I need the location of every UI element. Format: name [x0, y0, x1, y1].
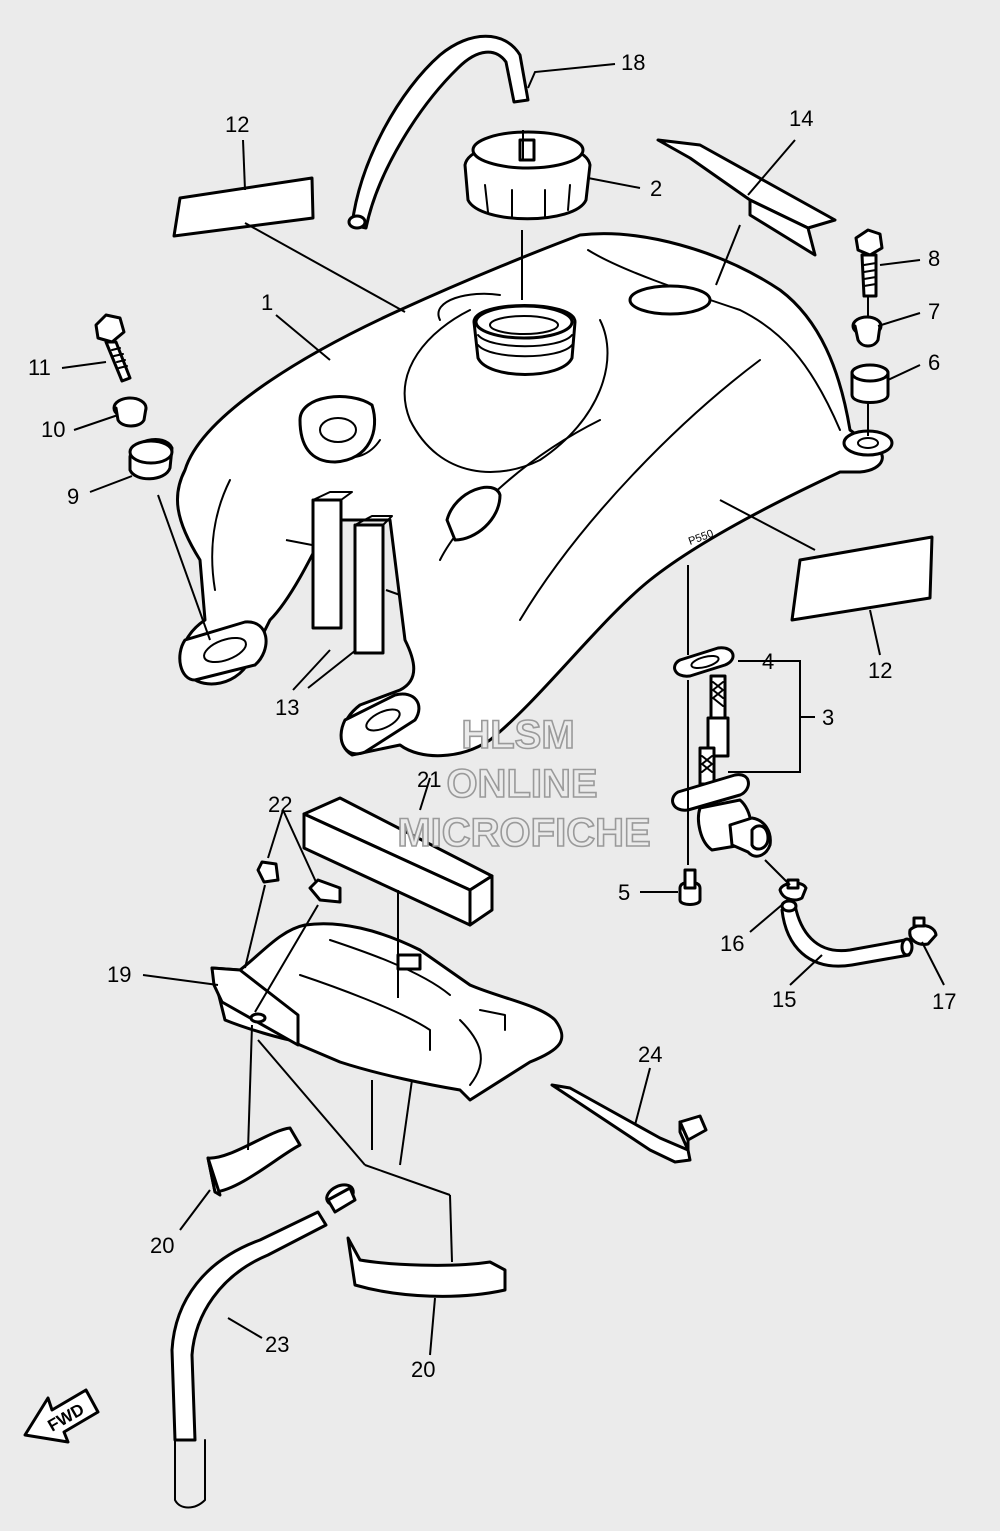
callout-5: 5: [618, 880, 630, 905]
fuel-cock-part: [671, 674, 772, 858]
callout-23: 23: [265, 1332, 289, 1357]
callout-15: 15: [772, 987, 796, 1012]
callout-8: 8: [928, 246, 940, 271]
watermark-line-1: HLSM: [461, 713, 574, 757]
leader-lines: [61, 63, 945, 1356]
damper-part: [256, 860, 280, 884]
damper-part: [850, 363, 890, 404]
hose-clamp-part: [908, 916, 938, 946]
foam-block-part: [302, 796, 494, 927]
callout-17: 17: [932, 989, 956, 1014]
callout-14: 14: [789, 106, 813, 131]
damper-part: [308, 878, 342, 904]
watermark: HLSM ONLINE MICROFICHE: [397, 712, 652, 856]
damper-part: [206, 1126, 302, 1197]
damper-part: [311, 491, 353, 630]
callout-16: 16: [720, 931, 744, 956]
collar-part: [112, 396, 148, 428]
collar-part: [851, 315, 883, 348]
screw-part: [678, 868, 702, 906]
gasket-part: [673, 646, 735, 678]
caution-label-part: [790, 535, 934, 622]
callout-21: 21: [417, 767, 441, 792]
callout-9: 9: [67, 484, 79, 509]
bolt-part: [854, 228, 884, 298]
callout-12-right: 12: [868, 658, 892, 683]
callout-10: 10: [41, 417, 65, 442]
callout-20-left: 20: [150, 1233, 174, 1258]
callout-20-bottom: 20: [411, 1357, 435, 1382]
callout-19: 19: [107, 962, 131, 987]
fuel-cap-part: [463, 130, 592, 221]
callout-labels: 1 2 3 4 5 6 7 8 9 10 11 12 12 13 14 15 1…: [28, 50, 956, 1382]
grommet-part: [128, 438, 174, 481]
damper-part: [353, 515, 393, 655]
watermark-line-3: MICROFICHE: [397, 811, 650, 855]
callout-13: 13: [275, 695, 299, 720]
forward-arrow-icon: FWD: [23, 1388, 100, 1444]
fuel-hose-part: [780, 899, 914, 968]
hose-clamp-part: [778, 878, 808, 902]
callout-4: 4: [762, 649, 774, 674]
callout-22: 22: [268, 792, 292, 817]
callout-18: 18: [621, 50, 645, 75]
callout-7: 7: [928, 299, 940, 324]
damper-part: [346, 1236, 507, 1298]
callout-2: 2: [650, 176, 662, 201]
callout-11: 11: [28, 355, 51, 380]
fuel-tank-part: P550: [175, 232, 894, 758]
drain-hose-part: [170, 1183, 357, 1509]
warning-label-part: [172, 176, 315, 238]
callout-12-top: 12: [225, 112, 249, 137]
breather-hose-part: [347, 34, 530, 230]
callout-6: 6: [928, 350, 940, 375]
callout-24: 24: [638, 1042, 662, 1067]
callout-1: 1: [261, 290, 273, 315]
bolt-part: [94, 313, 132, 383]
watermark-line-2: ONLINE: [446, 762, 597, 806]
callout-3: 3: [822, 705, 834, 730]
tank-pad-strip-part: [656, 138, 837, 257]
cable-band-part: [550, 1083, 708, 1164]
seat-bracket-part: [210, 922, 564, 1102]
